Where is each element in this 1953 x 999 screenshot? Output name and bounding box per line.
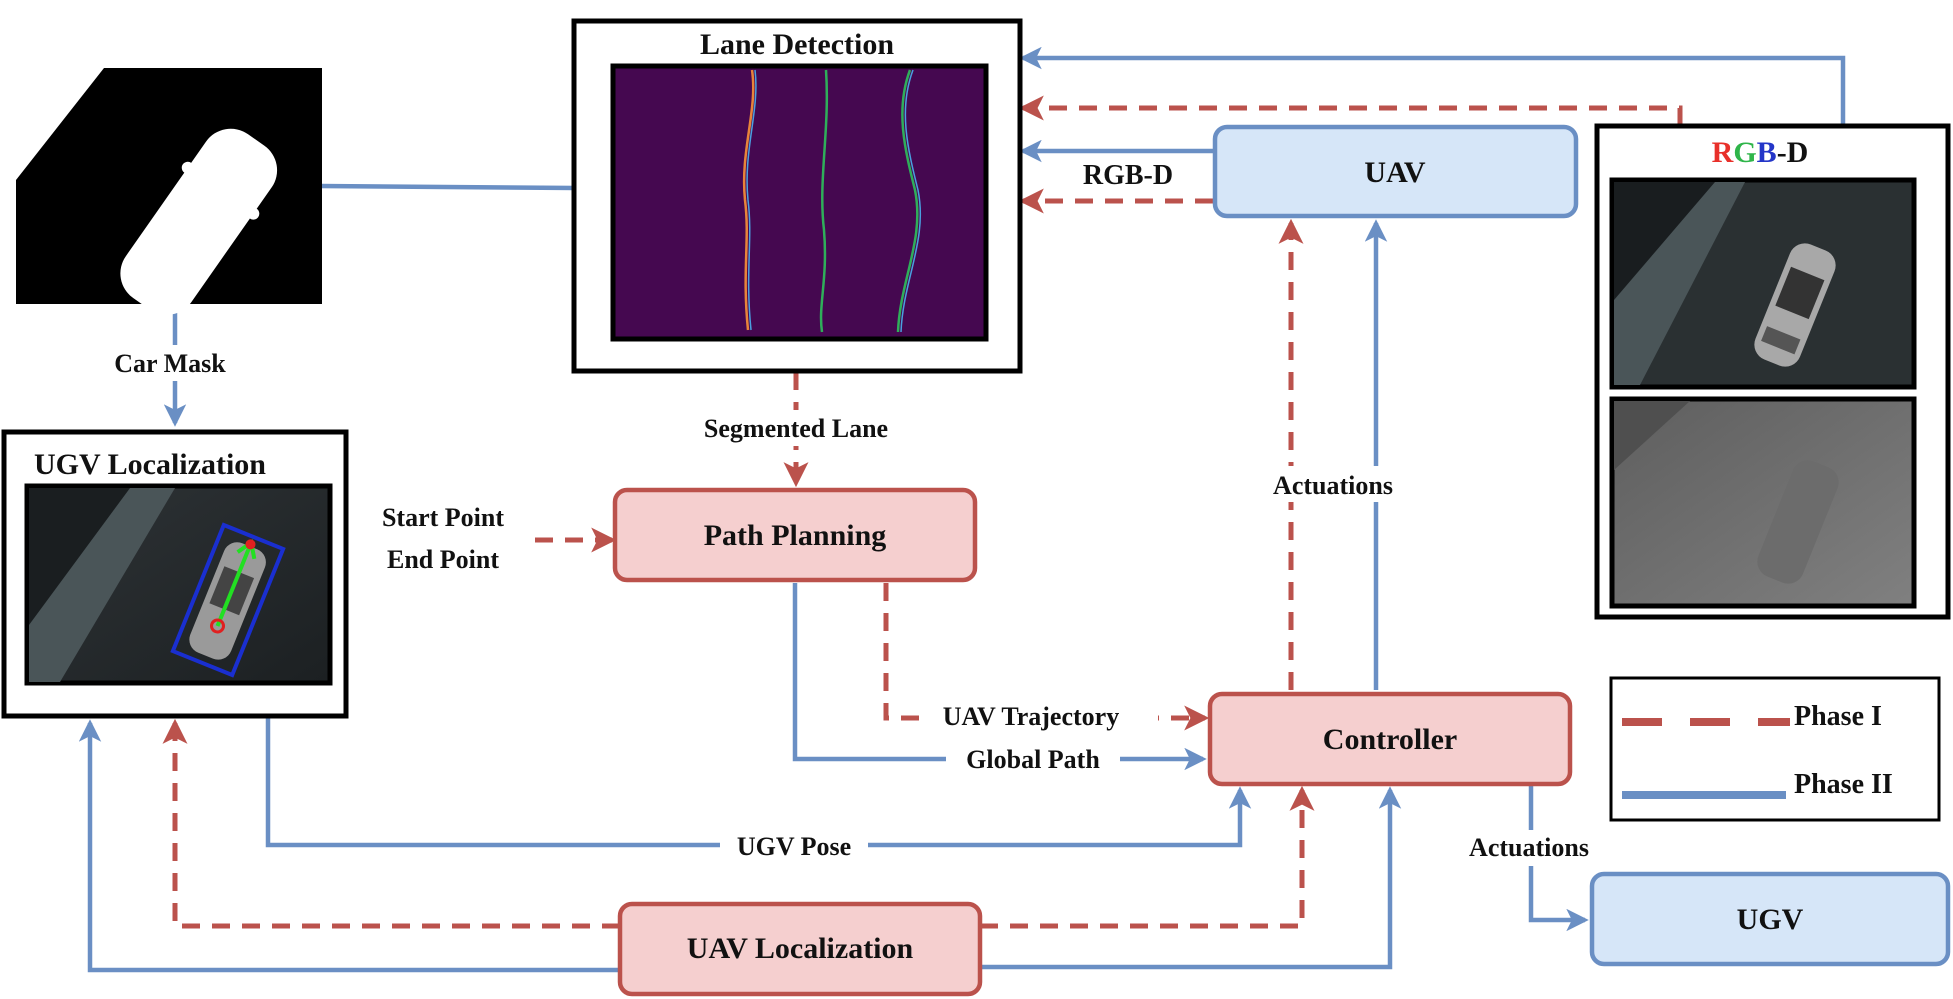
phase1-connections: [162, 95, 1683, 929]
path-planning-label: Path Planning: [704, 519, 887, 552]
ugv-localization-image: [24, 483, 333, 686]
legend-phase1-label: Phase I: [1794, 701, 1882, 732]
car-mask-label: Car Mask: [114, 349, 226, 378]
ugv-label: UGV: [1737, 903, 1804, 936]
car-mask-image: [16, 68, 322, 315]
actuations-ugv-label: Actuations: [1469, 833, 1589, 862]
rgbd-edge-label: RGB-D: [1083, 160, 1173, 191]
start-point-label: Start Point: [382, 503, 504, 532]
segmented-lane-label: Segmented Lane: [704, 414, 888, 443]
rgbd-panel-title: RGB-D: [1712, 136, 1809, 169]
rgbd-panel: RGB-D: [1594, 123, 1951, 620]
uav-localization-label: UAV Localization: [687, 932, 914, 965]
lane-detection-image: [610, 63, 989, 342]
controller-label: Controller: [1323, 723, 1457, 756]
legend-phase2-label: Phase II: [1794, 769, 1893, 800]
uav-trajectory-label: UAV Trajectory: [943, 702, 1119, 731]
uav-node: UAV: [1212, 124, 1579, 219]
controller-node: Controller: [1207, 691, 1573, 787]
lane-detection-node: Lane Detection: [571, 18, 1023, 374]
ugv-localization-node: UGV Localization: [1, 429, 349, 719]
end-point-label: End Point: [387, 545, 499, 574]
uav-localization-node: UAV Localization: [617, 901, 983, 997]
ugv-localization-title: UGV Localization: [34, 448, 266, 481]
legend: Phase I Phase II: [1609, 676, 1941, 822]
rgb-image: [1609, 177, 1917, 390]
ugv-node: UGV: [1589, 871, 1951, 967]
depth-image: [1609, 396, 1917, 609]
uav-label: UAV: [1364, 156, 1425, 189]
edge-labels: Car Mask Segmented Lane Start Point End …: [90, 160, 1612, 866]
lane-detection-title: Lane Detection: [700, 28, 894, 61]
path-planning-node: Path Planning: [612, 487, 978, 583]
actuations-uav-label: Actuations: [1273, 471, 1393, 500]
ugv-pose-label: UGV Pose: [737, 832, 851, 861]
global-path-label: Global Path: [966, 745, 1100, 774]
